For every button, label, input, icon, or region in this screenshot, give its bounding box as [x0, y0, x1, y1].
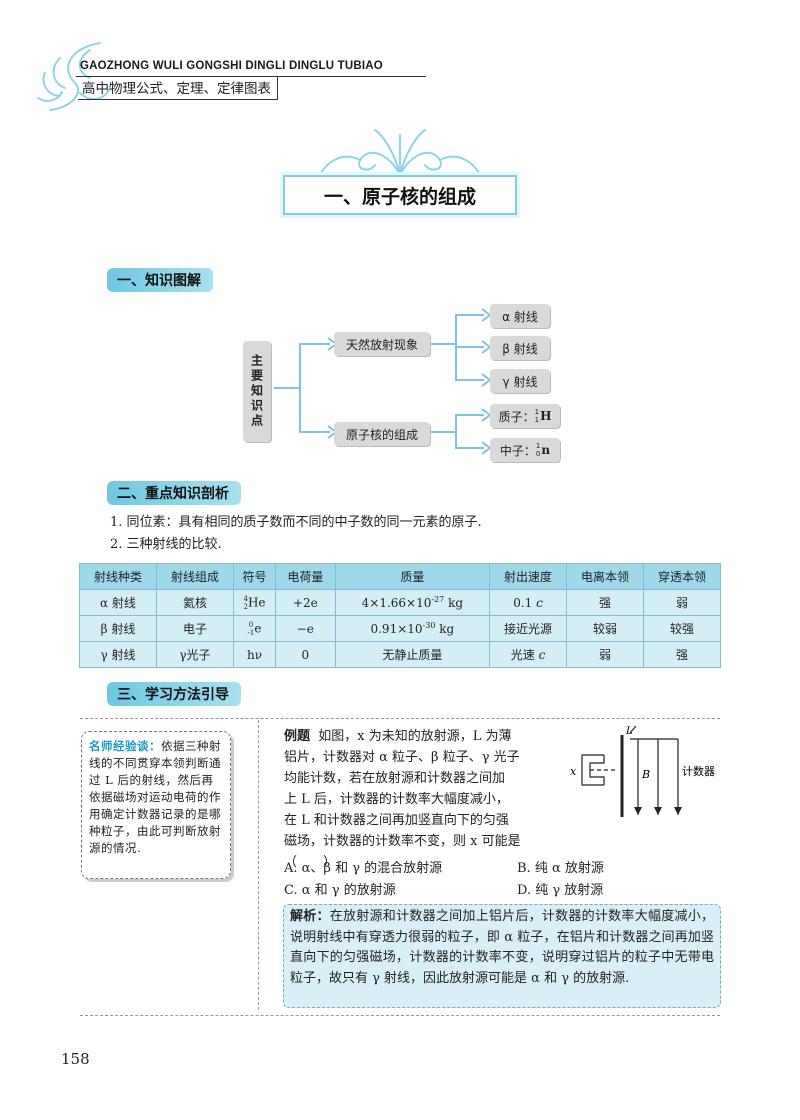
header-ornament [37, 42, 111, 111]
section-heading-2: 二、重点知识剖析 [107, 481, 241, 505]
point-ray-comparison: 2. 三种射线的比较. [110, 537, 222, 552]
th-speed: 射出速度 [489, 563, 568, 590]
title-ornament [319, 129, 481, 176]
cell-speed: 光速 c [489, 641, 568, 668]
cell-ionization: 强 [566, 589, 645, 616]
cell-penetration: 较强 [643, 615, 721, 642]
concept-natural-radioactivity: 天然放射现象 [334, 332, 430, 356]
cell-penetration: 弱 [643, 589, 721, 616]
header-pinyin: GAOZHONG WULI GONGSHI DINGLI DINGLU TUBI… [80, 60, 383, 72]
proton-label: 质子： [498, 409, 535, 424]
chapter-title: 一、原子核的组成 [283, 175, 517, 215]
option-a: A. α、β 和 γ 的混合放射源 [284, 861, 443, 876]
cell-mass: 4×1.66×10-27 kg [334, 589, 491, 616]
cell-ionization: 弱 [566, 641, 645, 668]
example-line: 磁场，计数器的计数率不变，则 x 可能是（ ） [284, 834, 521, 870]
figure-source-label: x [570, 765, 577, 778]
cell-charge: 0 [275, 641, 336, 668]
option-b: B. 纯 α 放射源 [517, 861, 604, 876]
example-line: 如图，x 为未知的放射源，L 为薄 [318, 729, 512, 744]
teacher-tip-box: 名师经验谈：依据三种射线的不同贯穿本领判断通过 L 后的射线，然后再依据磁场对运… [81, 731, 231, 879]
example-question: 例题 如图，x 为未知的放射源，L 为薄 铝片，计数器对 α 粒子、β 粒子、γ… [284, 726, 564, 873]
divider-vertical [258, 720, 259, 1010]
concept-alpha-ray: α 射线 [490, 304, 550, 328]
concept-root: 主要知识点 [243, 341, 271, 442]
figure-counter-label: 计数器 [682, 765, 715, 778]
cell-charge: +2e [275, 589, 336, 616]
cell-kind: α 射线 [79, 589, 157, 616]
example-line: 均能计数，若在放射源和计数器之间加 [284, 771, 506, 786]
divider-bottom [80, 1015, 720, 1016]
th-mass: 质量 [334, 563, 491, 590]
cell-ionization: 较弱 [566, 615, 645, 642]
th-ionization: 电离本领 [566, 563, 645, 590]
concept-beta-ray: β 射线 [490, 336, 550, 360]
th-composition: 射线组成 [155, 563, 234, 590]
page-number: 158 [61, 1050, 90, 1068]
analysis-box: 解析：在放射源和计数器之间加上铝片后，计数器的计数率大幅度减小，说明射线中有穿透… [283, 904, 721, 1008]
cell-kind: β 射线 [79, 615, 157, 642]
header-book-title: 高中物理公式、定理、定律图表 [78, 77, 278, 100]
figure-plate-label: L [625, 726, 633, 737]
figure-field-label: B [641, 768, 650, 781]
section-heading-3: 三、学习方法引导 [107, 682, 241, 706]
cell-speed: 接近光源 [489, 615, 568, 642]
cell-symbol: hν [232, 641, 277, 668]
example-line: 铝片，计数器对 α 粒子、β 粒子、γ 光子 [284, 750, 520, 765]
cell-charge: −e [275, 615, 336, 642]
proton-symbol: H [540, 409, 552, 423]
cell-mass: 无静止质量 [334, 641, 491, 668]
cell-kind: γ 射线 [79, 641, 157, 668]
neutron-label: 中子： [499, 443, 536, 458]
th-penetration: 穿透本领 [643, 563, 721, 590]
concept-gamma-ray: γ 射线 [490, 369, 550, 393]
analysis-text: 在放射源和计数器之间加上铝片后，计数器的计数率大幅度减小，说明射线中有穿透力很弱… [290, 909, 714, 986]
header-rule [76, 76, 426, 77]
table-header-row: 射线种类 射线组成 符号 电荷量 质量 射出速度 电离本领 穿透本领 [79, 563, 721, 590]
cell-composition: γ光子 [155, 641, 234, 668]
example-label: 例题 [284, 729, 311, 744]
tip-label: 名师经验谈： [89, 739, 161, 753]
option-c: C. α 和 γ 的放射源 [284, 883, 396, 898]
section-heading-1: 一、知识图解 [107, 268, 213, 292]
option-d: D. 纯 γ 放射源 [517, 883, 604, 898]
cell-composition: 电子 [155, 615, 234, 642]
analysis-label: 解析： [290, 909, 330, 924]
cell-penetration: 强 [643, 641, 721, 668]
example-line: 在 L 和计数器之间再加竖直向下的匀强 [284, 813, 509, 828]
th-kind: 射线种类 [79, 563, 157, 590]
cell-speed: 0.1 c [489, 589, 568, 616]
example-figure: x L B 计数器 [570, 725, 715, 817]
tip-text: 依据三种射线的不同贯穿本领判断通过 L 后的射线，然后再依据磁场对运动电荷的作用… [89, 739, 221, 855]
th-symbol: 符号 [232, 563, 277, 590]
divider-top [80, 718, 720, 719]
point-isotope: 1. 同位素：具有相同的质子数而不同的中子数的同一元素的原子. [110, 515, 482, 530]
th-charge: 电荷量 [275, 563, 336, 590]
table-row: γ 射线 γ光子 hν 0 无静止质量 光速 c 弱 强 [79, 641, 721, 668]
example-line: 上 L 后，计数器的计数率大幅度减小， [284, 792, 509, 807]
cell-composition: 氦核 [155, 589, 234, 616]
concept-nucleus-composition: 原子核的组成 [334, 422, 430, 446]
neutron-symbol: n [541, 443, 551, 457]
ray-comparison-table: 射线种类 射线组成 符号 电荷量 质量 射出速度 电离本领 穿透本领 α 射线 … [79, 563, 721, 668]
cell-mass: 0.91×10-30 kg [334, 615, 491, 642]
